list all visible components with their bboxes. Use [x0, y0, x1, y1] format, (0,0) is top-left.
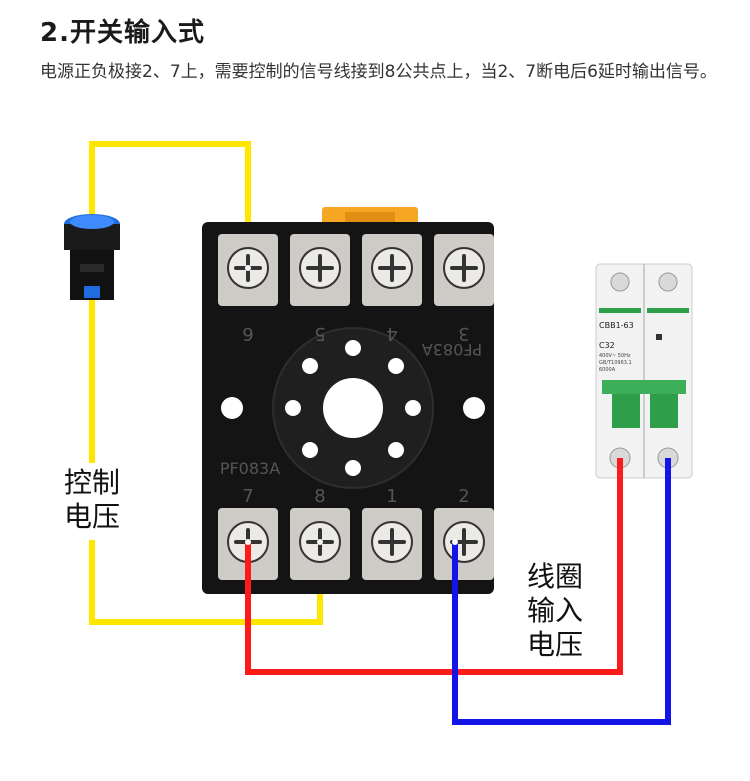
mounting-hole-right: [463, 397, 485, 419]
terminal-label-4: 4: [386, 323, 397, 344]
coil-input-line-2: 输入: [526, 594, 583, 627]
indicator-lamp: [64, 214, 120, 300]
description-text: 电源正负极接2、7上，需要控制的信号线接到8公共点上，当2、7断电后6延时输出信…: [40, 62, 717, 82]
red-wire: [245, 458, 623, 675]
model-label-bottom: PF083A: [220, 459, 280, 478]
socket-pin-holes: [285, 340, 421, 476]
center-hole: [323, 378, 383, 438]
blue-wire: [452, 458, 671, 725]
circuit-breaker: CBB1-63 C32 400V~ 50Hz GB/T10963.1 6000A: [595, 263, 693, 479]
terminal-label-1: 1: [386, 486, 397, 507]
mounting-hole-left: [221, 397, 243, 419]
breaker-spec-1: 400V~ 50Hz: [599, 353, 631, 359]
control-voltage-line-2: 电压: [63, 500, 120, 533]
breaker-model: CBB1-63: [599, 321, 634, 330]
control-voltage-label: 控制 电压: [46, 466, 138, 534]
coil-input-line-3: 电压: [526, 628, 583, 661]
coil-input-voltage-label: 线圈 输入 电压: [520, 560, 590, 662]
model-label-top: PF083A: [422, 340, 482, 359]
terminal-label-7: 7: [242, 486, 253, 507]
breaker-spec-3: 6000A: [599, 367, 616, 373]
breaker-spec-2: GB/T10963.1: [599, 360, 632, 366]
coil-input-line-1: 线圈: [526, 560, 583, 593]
terminal-label-3: 3: [458, 323, 469, 344]
breaker-rating: C32: [599, 341, 615, 350]
relay-socket-base: [202, 207, 494, 594]
page-title: 2.开关输入式: [40, 18, 205, 48]
terminal-label-8: 8: [314, 486, 325, 507]
terminal-label-2: 2: [458, 486, 469, 507]
terminal-label-5: 5: [314, 323, 325, 344]
control-voltage-line-1: 控制: [63, 466, 120, 499]
terminal-label-6: 6: [242, 323, 253, 344]
